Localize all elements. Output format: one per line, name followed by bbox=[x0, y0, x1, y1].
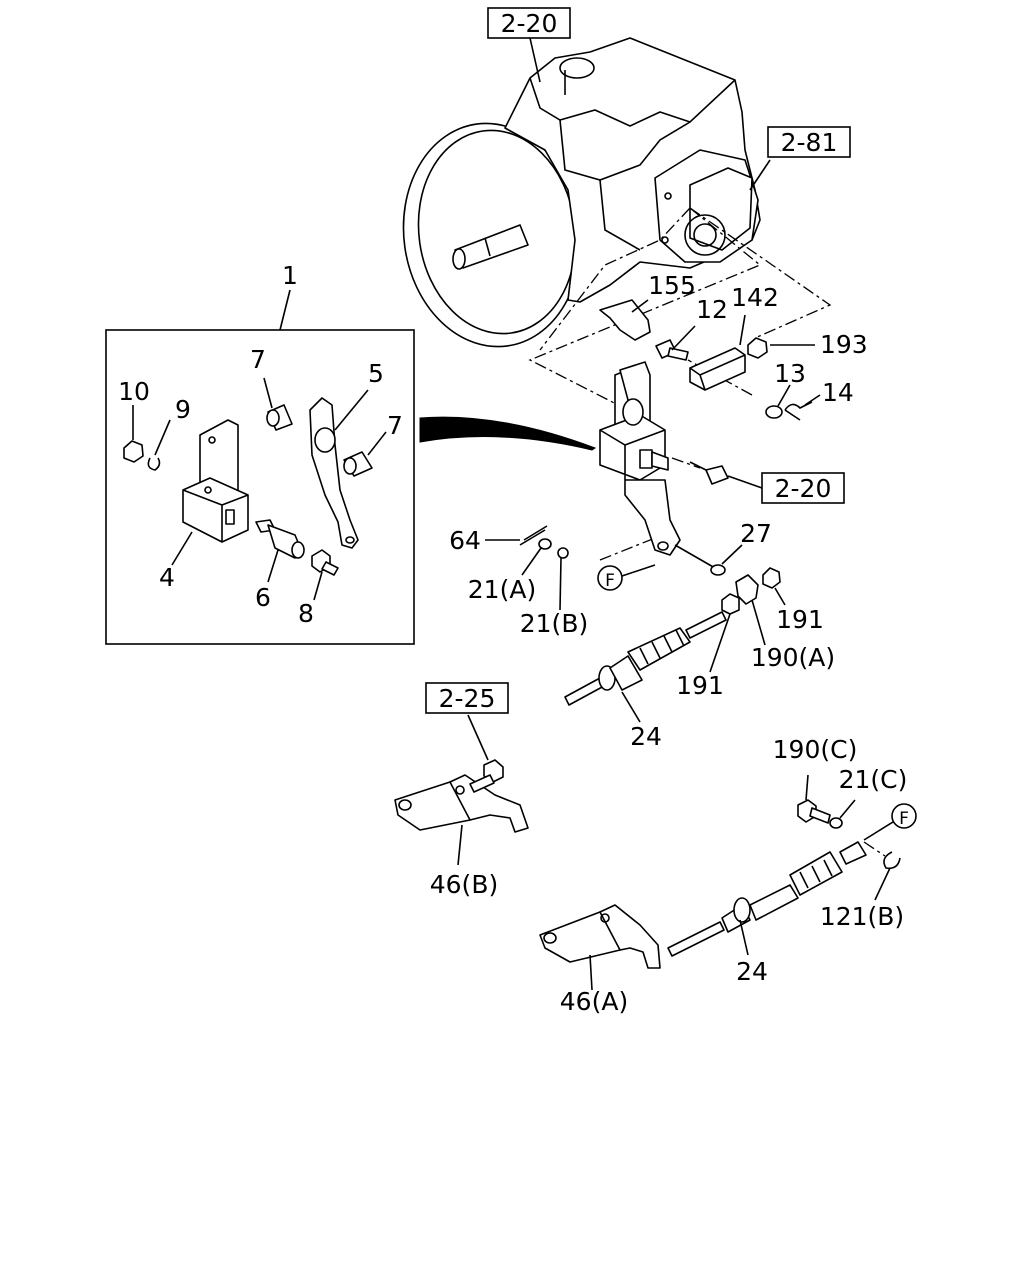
callout-8: 8 bbox=[298, 599, 314, 628]
callout-5: 5 bbox=[368, 359, 384, 388]
part-7-bushing-upper bbox=[266, 404, 293, 431]
part-14-pin bbox=[784, 401, 813, 421]
callout-21a: 21(A) bbox=[468, 575, 536, 604]
part-190c-bolt bbox=[797, 799, 831, 824]
part-191-nut-right bbox=[762, 567, 781, 589]
callout-21c: 21(C) bbox=[839, 765, 908, 794]
callout-190c: 190(C) bbox=[773, 735, 858, 764]
part-24-cable-upper bbox=[564, 611, 727, 706]
callout-24-lower: 24 bbox=[736, 957, 768, 986]
assembly-arrow bbox=[419, 416, 597, 451]
callout-f-lower: F bbox=[899, 809, 909, 829]
callout-6: 6 bbox=[255, 583, 271, 612]
callout-14: 14 bbox=[822, 378, 854, 407]
callout-191-left: 191 bbox=[676, 671, 724, 700]
part-8-bolt bbox=[311, 549, 339, 576]
part-21c-washer bbox=[829, 817, 843, 829]
callout-142: 142 bbox=[731, 283, 779, 312]
callout-7-right: 7 bbox=[387, 411, 403, 440]
shift-lever-assembly bbox=[599, 361, 681, 556]
part-121b-clip bbox=[883, 851, 901, 870]
callout-121b: 121(B) bbox=[820, 902, 904, 931]
part-4-bracket bbox=[182, 419, 249, 543]
part-6-pin bbox=[255, 519, 305, 559]
callout-4: 4 bbox=[159, 563, 175, 592]
callout-7-upper: 7 bbox=[250, 345, 266, 374]
callout-64: 64 bbox=[449, 526, 481, 555]
callout-193: 193 bbox=[820, 330, 868, 359]
part-155-clip bbox=[599, 299, 651, 341]
callout-190a: 190(A) bbox=[751, 643, 835, 672]
part-64-cotter-pin bbox=[519, 525, 548, 546]
ref-box-2-81: 2-81 bbox=[781, 128, 838, 157]
part-2-25-bolt bbox=[469, 759, 504, 793]
callout-13: 13 bbox=[774, 359, 806, 388]
callout-24-upper: 24 bbox=[630, 722, 662, 751]
part-46a-bracket bbox=[539, 904, 661, 969]
callout-1: 1 bbox=[282, 261, 298, 290]
part-9-clip bbox=[147, 457, 161, 471]
part-21b-washer bbox=[557, 547, 569, 559]
part-190a-fitting bbox=[735, 574, 759, 605]
ref-box-2-20-top: 2-20 bbox=[501, 9, 558, 38]
transmission-housing bbox=[402, 37, 761, 348]
ref-box-2-25: 2-25 bbox=[439, 684, 496, 713]
part-24-cable-lower bbox=[667, 841, 867, 957]
callout-21b: 21(B) bbox=[520, 609, 588, 638]
callout-46b: 46(B) bbox=[430, 870, 498, 899]
part-27-washer bbox=[710, 564, 726, 576]
part-13-washer bbox=[765, 405, 783, 419]
part-21a-washer bbox=[538, 538, 552, 550]
callout-191-right: 191 bbox=[776, 605, 824, 634]
callout-9: 9 bbox=[175, 395, 191, 424]
part-2-20-bolt bbox=[689, 461, 763, 489]
part-46b-bracket bbox=[394, 774, 529, 833]
callout-10: 10 bbox=[118, 377, 150, 406]
reference-f-circle-lower bbox=[891, 803, 917, 829]
reference-f-circle-upper bbox=[597, 565, 623, 591]
part-5-lever bbox=[309, 397, 359, 549]
part-191-nut-left bbox=[721, 593, 740, 615]
ref-box-2-20-mid: 2-20 bbox=[775, 474, 832, 503]
part-12-bolt bbox=[655, 325, 696, 361]
part-7-bushing-right bbox=[343, 451, 373, 477]
inset-assembly-box bbox=[105, 329, 415, 645]
part-142-block bbox=[689, 314, 746, 391]
callout-27: 27 bbox=[740, 519, 772, 548]
part-10-nut bbox=[123, 440, 144, 463]
callout-46a: 46(A) bbox=[560, 987, 628, 1016]
callout-f-upper: F bbox=[605, 571, 615, 591]
part-193-nut bbox=[747, 337, 768, 359]
callout-155: 155 bbox=[648, 271, 696, 300]
callout-12: 12 bbox=[696, 295, 728, 324]
